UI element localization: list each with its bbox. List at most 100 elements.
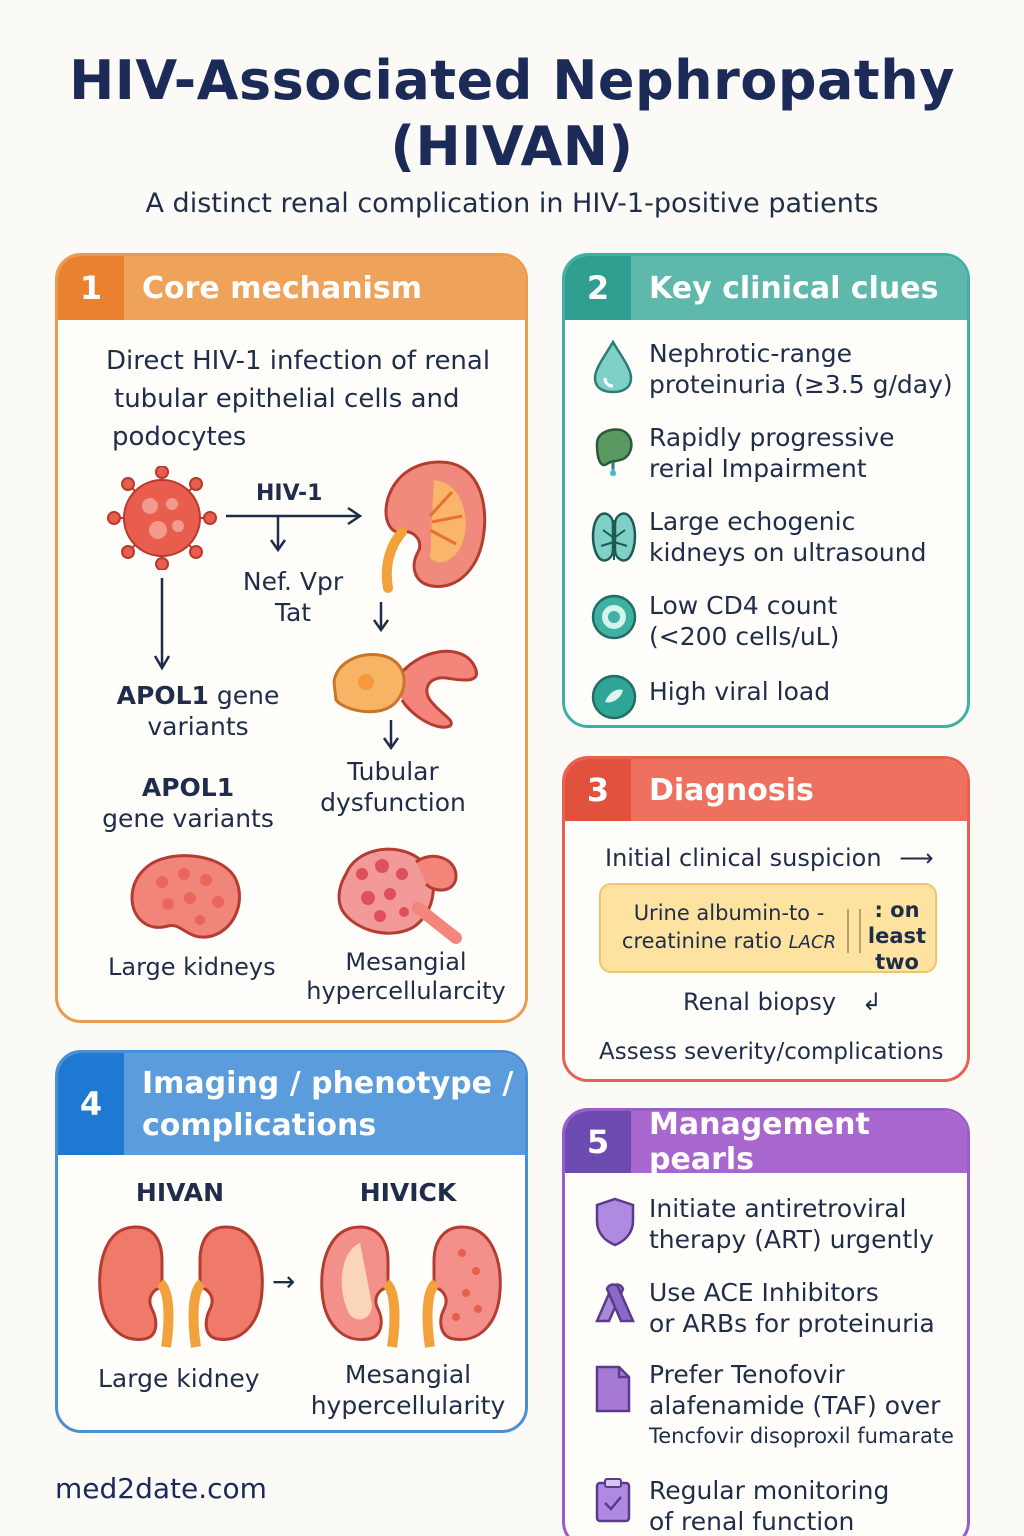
step-1-text: Initial clinical suspicion bbox=[605, 844, 882, 872]
card-number: 3 bbox=[565, 759, 631, 821]
diagnosis-step-1: Initial clinical suspicion ⟶ bbox=[605, 843, 934, 874]
card-number: 2 bbox=[565, 256, 631, 320]
urine-side-text: : on least two bbox=[857, 897, 937, 975]
card-title-line2: complications bbox=[142, 1108, 377, 1143]
intro-text: Direct HIV-1 infection of renal tubular … bbox=[106, 342, 490, 456]
nef-vpr-text: Nef. Vpr bbox=[242, 567, 344, 596]
clue-line: Large echogenic bbox=[649, 507, 856, 536]
clue-line: (<200 cells/uL) bbox=[649, 622, 840, 651]
apol1-a-bold: APOL1 bbox=[116, 681, 209, 710]
pearl-line: or ARBs for proteinuria bbox=[649, 1309, 935, 1338]
apol1-variants-b: APOL1 gene variants bbox=[88, 772, 288, 834]
clue-1: Nephrotic-range proteinuria (≥3.5 g/day) bbox=[649, 338, 953, 400]
clue-line: proteinuria (≥3.5 g/day) bbox=[649, 370, 953, 399]
urine-ratio-text: creatinine ratio bbox=[621, 929, 782, 953]
return-arrow-icon: ↲ bbox=[861, 988, 882, 1016]
tubule-cell-icon bbox=[332, 649, 478, 729]
card-header: 4 Imaging / phenotype / complications bbox=[58, 1053, 525, 1155]
kidney-drip-icon bbox=[595, 428, 633, 476]
title-line-2: (HIVAN) bbox=[390, 115, 634, 178]
pearl-line: Use ACE Inhibitors bbox=[649, 1278, 879, 1307]
urine-text: Urine albumin-to - creatinine ratio LACR bbox=[609, 899, 849, 957]
pearl-line: Initiate antiretroviral bbox=[649, 1194, 907, 1223]
mesangial-kidney-icon bbox=[337, 847, 462, 944]
nef-vpr-tat-label: Nef. Vpr Tat bbox=[233, 566, 353, 628]
card-title-line1: Imaging / phenotype / bbox=[142, 1066, 514, 1101]
clue-4: Low CD4 count (<200 cells/uL) bbox=[649, 590, 839, 652]
tubular-dysfunction: Tubular dysfunction bbox=[308, 756, 478, 818]
apol1-b-bold: APOL1 bbox=[141, 773, 235, 802]
card-key-clinical-clues: 2 Key clinical clues Nephrotic-range pro… bbox=[562, 253, 970, 728]
pearl-1: Initiate antiretroviral therapy (ART) ur… bbox=[649, 1193, 934, 1255]
large-kidney-icon bbox=[130, 854, 241, 939]
clue-2: Rapidly progressive rerial Impairment bbox=[649, 422, 895, 484]
mechanism-arrows bbox=[153, 506, 400, 751]
pearl-line: Regular monitoring bbox=[649, 1476, 890, 1505]
card-header: 3 Diagnosis bbox=[565, 759, 967, 821]
clue-line: rerial Impairment bbox=[649, 454, 867, 483]
large-kidneys-label: Large kidneys bbox=[108, 953, 276, 981]
diagnosis-step-4: Assess severity/complications bbox=[599, 1039, 944, 1065]
intro-line: Direct HIV-1 infection of renal bbox=[106, 346, 491, 376]
page-subtitle: A distinct renal complication in HIV-1-p… bbox=[145, 188, 879, 219]
hiv-label: HIV-1 bbox=[256, 481, 323, 506]
step-3-text: Renal biopsy bbox=[683, 988, 837, 1016]
droplet-icon bbox=[593, 340, 633, 394]
virus-icon bbox=[107, 466, 217, 570]
apol1-variants-a: APOL1 gene variants bbox=[108, 680, 288, 742]
hivick-label: HIVICK bbox=[359, 1178, 457, 1207]
card-header: 1 Core mechanism bbox=[58, 256, 525, 320]
hivick-kidneys-icon bbox=[320, 1225, 502, 1348]
large-kidney-label: Large kidney bbox=[98, 1364, 260, 1393]
mesangial-line1: Mesangial bbox=[345, 948, 467, 976]
tubular-line2: dysfunction bbox=[320, 788, 466, 817]
hivan-label: HIVAN bbox=[135, 1178, 225, 1207]
footer-site-link[interactable]: med2date.com bbox=[55, 1472, 267, 1505]
card-management-pearls: 5 Management pearls Initiate antiretrovi… bbox=[562, 1108, 970, 1536]
tubular-line1: Tubular bbox=[347, 757, 439, 786]
mes-line1: Mesangial bbox=[344, 1360, 472, 1389]
tat-text: Tat bbox=[274, 598, 312, 627]
kidney-icon bbox=[381, 460, 487, 593]
pearl-line: Prefer Tenofovir bbox=[649, 1360, 845, 1389]
virus-pill-icon bbox=[591, 674, 637, 720]
card-core-mechanism: 1 Core mechanism Direct HIV-1 infection … bbox=[55, 253, 528, 1023]
clue-line: High viral load bbox=[649, 677, 831, 706]
card-number: 4 bbox=[58, 1053, 124, 1155]
card-header: 2 Key clinical clues bbox=[565, 256, 967, 320]
apol1-b-line2: gene variants bbox=[102, 804, 274, 833]
document-icon bbox=[595, 1365, 631, 1413]
arrow-right-icon: ⟶ bbox=[899, 844, 934, 872]
pearl-3: Prefer Tenofovir alafenamide (TAF) over … bbox=[649, 1359, 954, 1452]
mes-line2: hypercellularity bbox=[310, 1391, 506, 1420]
card-title: Imaging / phenotype / complications bbox=[142, 1063, 513, 1155]
card-number: 1 bbox=[58, 256, 124, 320]
cell-icon bbox=[591, 594, 637, 640]
clue-5: High viral load bbox=[649, 676, 830, 707]
capsule-icon bbox=[595, 1283, 635, 1323]
hivan-kidneys-icon bbox=[98, 1225, 264, 1348]
mesangial-line2: hypercellularcity bbox=[306, 977, 506, 1005]
intro-line: podocytes bbox=[112, 422, 247, 452]
clipboard-icon bbox=[595, 1478, 631, 1523]
urine-line1: Urine albumin-to - bbox=[633, 901, 825, 925]
pearl-line: alafenamide (TAF) over bbox=[649, 1391, 941, 1420]
arrow-right-icon: → bbox=[272, 1265, 296, 1298]
card-title: Core mechanism bbox=[142, 270, 422, 306]
card-diagnosis: 3 Diagnosis Initial clinical suspicion ⟶… bbox=[562, 756, 970, 1082]
card-imaging-phenotype: 4 Imaging / phenotype / complications HI… bbox=[55, 1050, 528, 1433]
apol1-a-line: APOL1 gene bbox=[108, 680, 288, 711]
card-header: 5 Management pearls bbox=[565, 1111, 967, 1177]
shield-icon bbox=[595, 1197, 635, 1247]
pearl-4: Regular monitoring of renal function bbox=[649, 1475, 889, 1536]
urine-line2: creatinine ratio LACR bbox=[609, 927, 849, 957]
pearl-line: Tencfovir disoproxil fumarate bbox=[649, 1424, 954, 1448]
apol1-a-rest: gene bbox=[208, 681, 280, 710]
card-title: Diagnosis bbox=[649, 772, 814, 808]
clue-line: Low CD4 count bbox=[649, 591, 838, 620]
ultrasound-kidney-icon bbox=[591, 512, 637, 562]
mesangial-label: Mesangial hypercellularcity bbox=[306, 948, 506, 1006]
clue-line: Rapidly progressive bbox=[649, 423, 895, 452]
page-title: HIV-Associated Nephropathy (HIVAN) bbox=[0, 48, 1024, 180]
apol1-a-line2: variants bbox=[147, 712, 249, 741]
